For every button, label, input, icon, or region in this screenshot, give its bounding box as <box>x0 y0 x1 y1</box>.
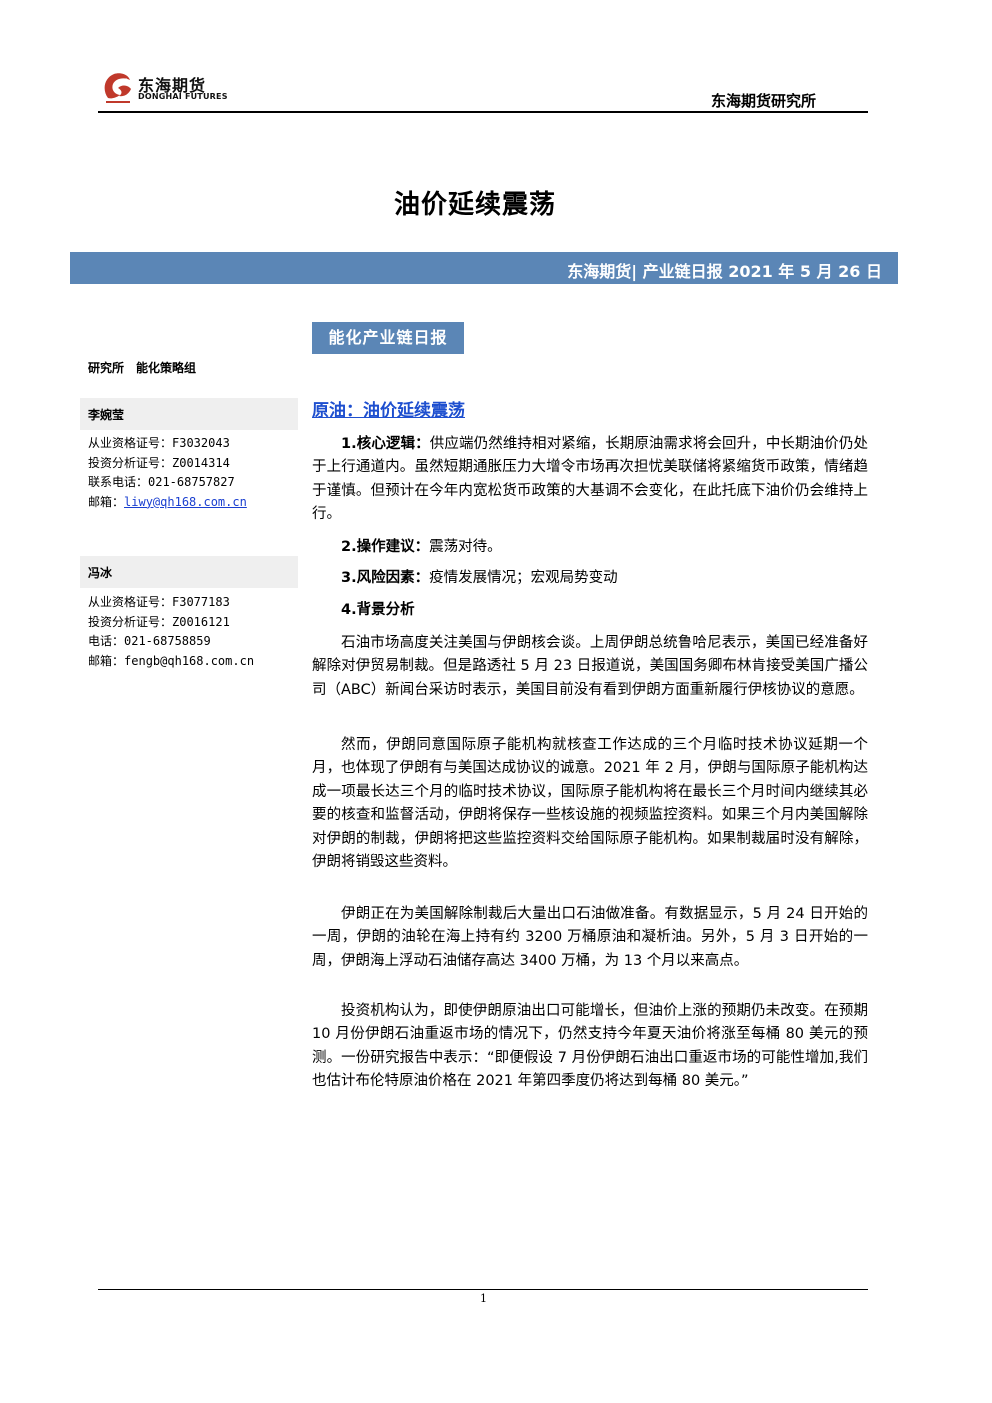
analyst-name-bar: 李婉莹 <box>80 398 298 430</box>
risk-paragraph: 3.风险因素：疫情发展情况；宏观局势变动 <box>312 567 868 590</box>
item-label: 4.背景分析 <box>341 602 415 618</box>
page-number: 1 <box>480 1292 487 1305</box>
item-text: 供应端仍然维持相对紧缩，长期原油需求将会回升，中长期油价仍处于上行通道内。虽然短… <box>312 436 868 523</box>
report-banner: 东海期货| 产业链日报 2021 年 5 月 26 日 <box>70 252 898 284</box>
logo-english-name: DONGHAI FUTURES <box>138 92 228 101</box>
analyst-name: 冯冰 <box>88 566 113 580</box>
email-label: 邮箱： <box>88 494 125 509</box>
analyst-contact: 从业资格证号：F3077183 投资分析证号：Z0016121 电话：021-6… <box>88 593 254 671</box>
header-divider <box>98 111 868 113</box>
body-paragraph: 石油市场高度关注美国与伊朗核会谈。上周伊朗总统鲁哈尼表示，美国已经准备好解除对伊… <box>312 632 868 702</box>
item-label: 2.操作建议： <box>341 539 430 555</box>
phone-number: 电话：021-68758859 <box>88 634 211 648</box>
email-link[interactable]: liwy@qh168.com.cn <box>124 494 247 509</box>
paragraph-text: 投资机构认为，即使伊朗原油出口可能增长，但油价上涨的预期仍未改变。在预期 10 … <box>312 1003 868 1090</box>
body-paragraph: 投资机构认为，即使伊朗原油出口可能增长，但油价上涨的预期仍未改变。在预期 10 … <box>312 1000 868 1094</box>
department-label: 研究所 能化策略组 <box>88 361 197 375</box>
section-tag: 能化产业链日报 <box>312 322 464 354</box>
footer-divider <box>98 1289 868 1290</box>
item-text: 震荡对待。 <box>429 539 502 555</box>
body-paragraph: 伊朗正在为美国解除制裁后大量出口石油做准备。有数据显示，5 月 24 日开始的一… <box>312 903 868 973</box>
company-logo: 东海期货 DONGHAI FUTURES <box>100 68 230 108</box>
logo-chinese-name: 东海期货 <box>138 76 207 95</box>
paragraph-text: 然而，伊朗同意国际原子能机构就核查工作达成的三个月临时技术协议延期一个月，也体现… <box>312 737 868 871</box>
suggestion-paragraph: 2.操作建议：震荡对待。 <box>312 536 868 559</box>
analysis-number: 投资分析证号：Z0014314 <box>88 455 230 470</box>
phone-number: 联系电话：021-68757827 <box>88 475 235 489</box>
email-text: fengb@qh168.com.cn <box>124 653 255 668</box>
paragraph-text: 石油市场高度关注美国与伊朗核会谈。上周伊朗总统鲁哈尼表示，美国已经准备好解除对伊… <box>312 635 868 698</box>
qualification-number: 从业资格证号：F3032043 <box>88 436 230 450</box>
core-logic-paragraph: 1.核心逻辑：供应端仍然维持相对紧缩，长期原油需求将会回升，中长期油价仍处于上行… <box>312 433 868 527</box>
email-label: 邮箱： <box>88 653 125 668</box>
paragraph-text: 伊朗正在为美国解除制裁后大量出口石油做准备。有数据显示，5 月 24 日开始的一… <box>312 906 868 969</box>
item-text: 疫情发展情况；宏观局势变动 <box>429 570 618 586</box>
analyst-name: 李婉莹 <box>88 408 125 422</box>
institute-name: 东海期货研究所 <box>710 92 816 110</box>
analyst-contact: 从业资格证号：F3032043 投资分析证号：Z0014314 联系电话：021… <box>88 434 247 512</box>
section-heading: 原油：油价延续震荡 <box>312 401 465 421</box>
report-banner-text: 东海期货| 产业链日报 2021 年 5 月 26 日 <box>567 262 882 281</box>
background-heading: 4.背景分析 <box>312 599 868 622</box>
dragon-logo-icon <box>104 73 131 103</box>
item-label: 3.风险因素： <box>341 570 430 586</box>
email-row: 邮箱：fengb@qh168.com.cn <box>88 652 254 672</box>
analysis-number: 投资分析证号：Z0016121 <box>88 614 230 629</box>
qualification-number: 从业资格证号：F3077183 <box>88 595 230 609</box>
email-row: 邮箱：liwy@qh168.com.cn <box>88 493 247 513</box>
analyst-name-bar: 冯冰 <box>80 556 298 588</box>
body-paragraph: 然而，伊朗同意国际原子能机构就核查工作达成的三个月临时技术协议延期一个月，也体现… <box>312 734 868 874</box>
item-label: 1.核心逻辑： <box>341 436 430 452</box>
document-title: 油价延续震荡 <box>393 190 556 220</box>
